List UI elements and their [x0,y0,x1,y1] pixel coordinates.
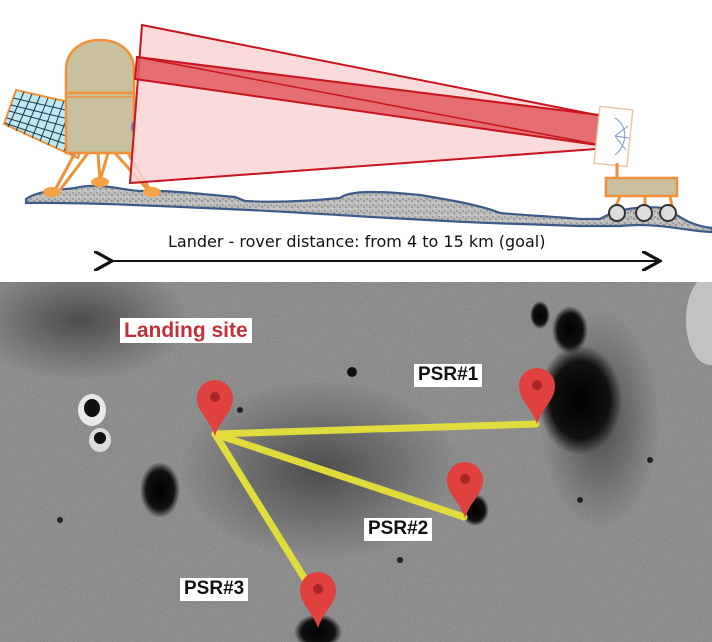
landing-site-label: Landing site [120,318,252,344]
rover [593,105,679,222]
landing-site-pin-icon [197,380,233,436]
lunar-surface-map [0,282,712,642]
laser-beam [128,23,617,185]
lander-rover-diagram [2,23,712,282]
psr3-pin-icon [300,572,336,628]
traverse-lines [211,420,540,604]
lunar-terrain [24,184,712,234]
distance-caption: Lander - rover distance: from 4 to 15 km… [168,232,546,251]
psr1-pin-icon [519,368,555,424]
retroreflector [614,117,630,156]
psr3-label: PSR#3 [180,578,249,601]
psr2-pin-icon [447,462,483,518]
psr1-label: PSR#1 [414,364,483,387]
psr2-label: PSR#2 [364,518,433,541]
